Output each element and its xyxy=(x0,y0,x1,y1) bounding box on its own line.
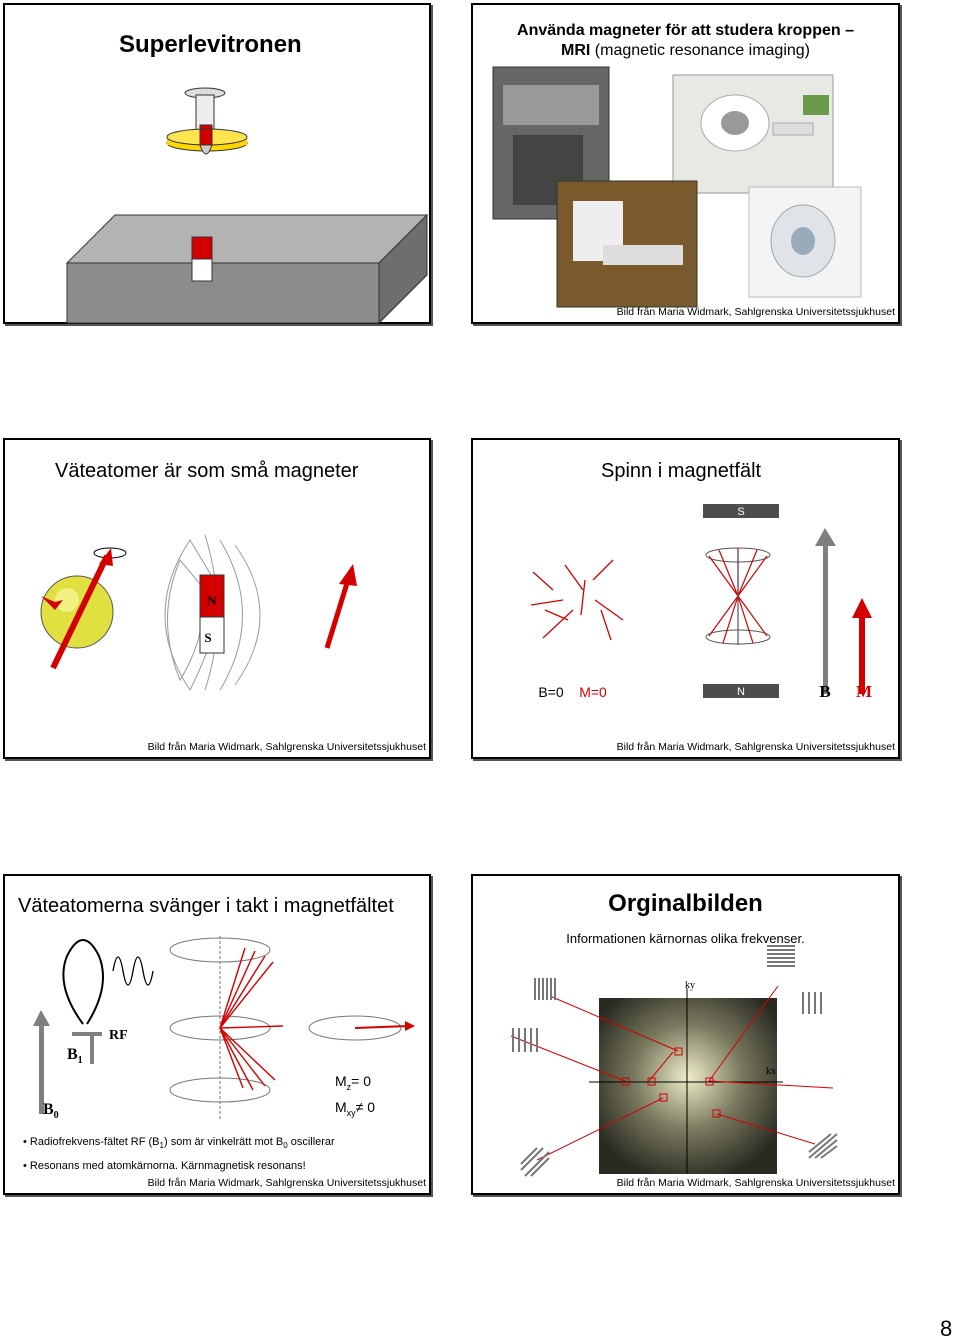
bullet-resonance: Resonans med atomkärnorna. Kärnmagnetisk… xyxy=(23,1156,335,1176)
slide-title: Orginalbilden xyxy=(608,890,763,917)
slide-hydrogen-magnets: Väteatomer är som små magneter N S Bild … xyxy=(3,438,431,759)
b0-label: B0 xyxy=(43,1101,59,1121)
hydrogen-illustration: N S xyxy=(40,534,357,691)
bottom-n-label: N xyxy=(737,686,745,698)
mz-label: Mz= 0 xyxy=(335,1073,371,1092)
slide-title: Väteatomer är som små magneter xyxy=(55,460,359,482)
magnet-n-label: N xyxy=(207,593,217,608)
page-number: 8 xyxy=(940,1316,953,1341)
kspace-illustration: ky kx xyxy=(510,945,838,1177)
rf-label: RF xyxy=(109,1028,128,1043)
ky-label: ky xyxy=(685,980,695,991)
b-arrow-label: B xyxy=(819,682,830,701)
title-bold: Använda magneter för att studera kroppen… xyxy=(517,22,854,39)
levitron-illustration xyxy=(65,87,429,325)
slide-title: Superlevitronen xyxy=(119,31,302,58)
slide-superlevitron: Superlevitronen xyxy=(3,3,431,325)
bullet-rf: Radiofrekvens-fältet RF (B1) som är vink… xyxy=(23,1132,335,1156)
m-arrow-label: M xyxy=(856,682,872,701)
image-credit: Bild från Maria Widmark, Sahlgrenska Uni… xyxy=(616,741,895,753)
precession-illustration: RF B1 B0 Mz= 0 Mxy≠ 0 xyxy=(33,936,415,1121)
image-credit: Bild från Maria Widmark, Sahlgrenska Uni… xyxy=(616,306,895,318)
slide-title: Spinn i magnetfält xyxy=(601,460,762,482)
m0-label: M=0 xyxy=(579,684,607,700)
bullet-list: Radiofrekvens-fältet RF (B1) som är vink… xyxy=(23,1132,335,1176)
top-s-label: S xyxy=(737,506,744,518)
kx-label: kx xyxy=(766,1066,776,1077)
magnet-s-label: S xyxy=(204,630,211,645)
slide-spin: Spinn i magnetfält S xyxy=(471,438,900,759)
mxy-label: Mxy≠ 0 xyxy=(335,1099,375,1118)
spin-illustration: S N xyxy=(530,504,872,701)
image-credit: Bild från Maria Widmark, Sahlgrenska Uni… xyxy=(147,741,426,753)
slide-title: Använda magneter för att studera kroppen… xyxy=(473,21,898,61)
slide-precession: Väteatomerna svänger i takt i magnetfält… xyxy=(3,874,431,1195)
image-credit: Bild från Maria Widmark, Sahlgrenska Uni… xyxy=(147,1177,426,1189)
mri-photos xyxy=(492,66,862,308)
b0-label: B=0 xyxy=(538,684,564,700)
title-rest: (magnetic resonance imaging) xyxy=(594,42,810,59)
title-mri: MRI xyxy=(561,42,591,59)
b1-label: B1 xyxy=(67,1046,83,1066)
image-credit: Bild från Maria Widmark, Sahlgrenska Uni… xyxy=(616,1177,895,1189)
slide-subtitle: Informationen kärnornas olika frekvenser… xyxy=(566,931,805,946)
slide-mri: Använda magneter för att studera kroppen… xyxy=(471,3,900,324)
slide-original-image: Orginalbilden Informationen kärnornas ol… xyxy=(471,874,900,1195)
slide-title: Väteatomerna svänger i takt i magnetfält… xyxy=(18,895,394,917)
